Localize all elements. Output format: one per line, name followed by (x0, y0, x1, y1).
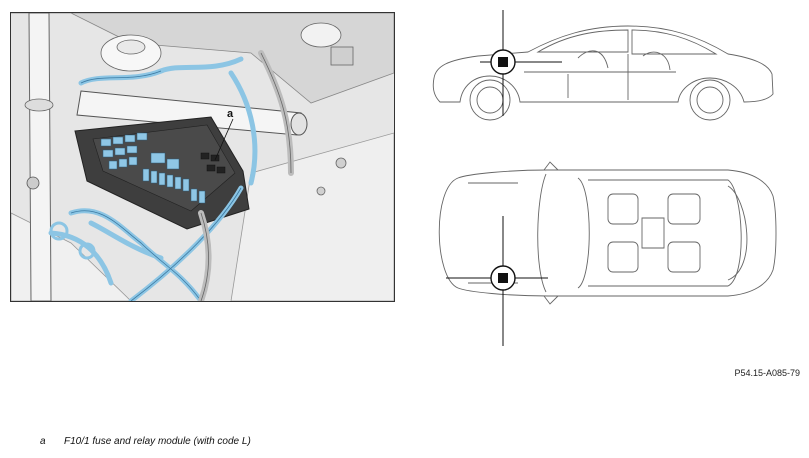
callout-letter-a: a (227, 108, 234, 120)
location-marker-top-view (446, 216, 548, 346)
vehicle-top-view (438, 161, 777, 305)
vehicle-location-views (428, 8, 780, 350)
engine-compartment-illustration: a (10, 12, 395, 302)
vehicle-side-view (432, 25, 774, 121)
legend-key: a (40, 436, 46, 447)
legend-text: F10/1 fuse and relay module (with code L… (64, 436, 251, 447)
location-marker-side-view (480, 10, 562, 116)
figure-reference-code: P54.15-A085-79 (734, 368, 800, 378)
legend: a F10/1 fuse and relay module (with code … (40, 436, 251, 447)
